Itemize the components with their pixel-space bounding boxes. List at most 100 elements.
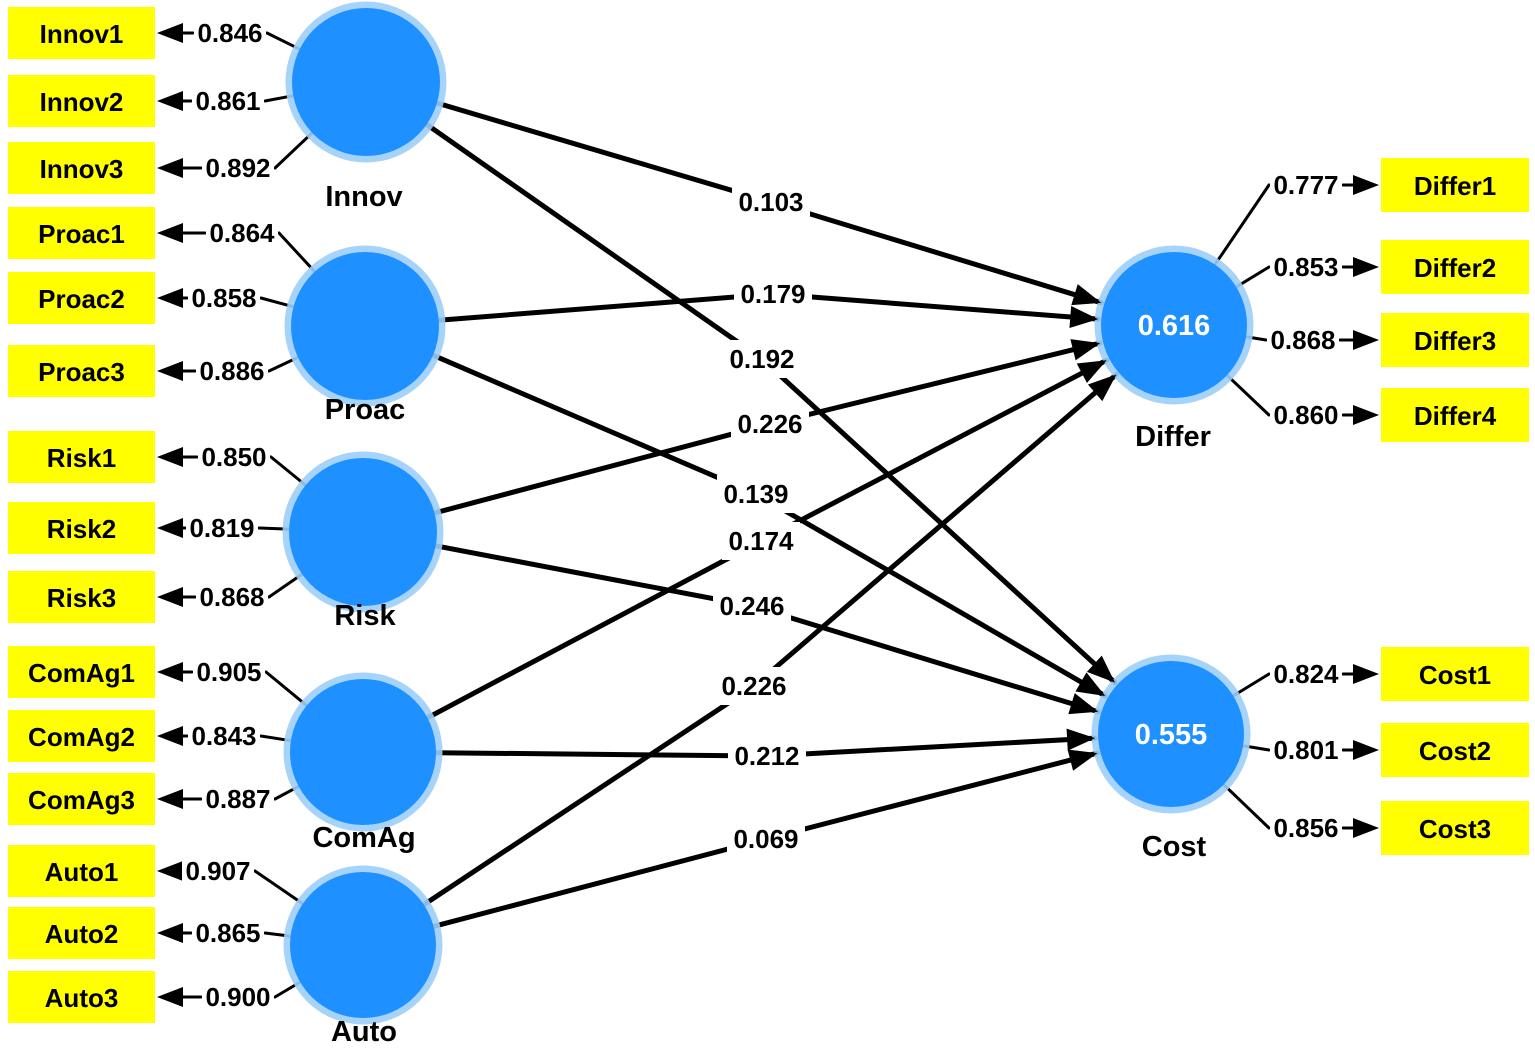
latent-node-label-innov: Innov [325, 181, 402, 213]
latent-node-innov [292, 8, 440, 156]
loading-line [273, 131, 314, 170]
path-line-comag-cost [764, 735, 1098, 759]
indicator-box-auto3 [8, 971, 155, 1023]
latent-node-label-cost: Cost [1142, 831, 1207, 863]
path-coefficient-bg [715, 667, 793, 705]
path-coefficient-bg [728, 737, 806, 775]
r-squared-value-cost: 0.555 [1135, 719, 1208, 751]
latent-node-risk [289, 458, 437, 606]
latent-node-differ [1101, 252, 1247, 398]
loading-value-cost1: 0.824 [1273, 659, 1339, 689]
indicator-box-label-comag1: ComAg1 [28, 658, 135, 688]
indicator-box-label-risk3: Risk3 [47, 583, 116, 613]
loading-value-proac1: 0.864 [209, 218, 275, 248]
loading-value-auto3: 0.900 [205, 982, 270, 1012]
loading-line [1225, 373, 1271, 417]
latent-node-comag [290, 679, 436, 825]
loading-arrowhead-icon [157, 223, 183, 243]
path-arrowhead-icon-risk-cost [1068, 693, 1099, 715]
loading-value-innov1: 0.846 [197, 18, 262, 48]
path-line-risk-cost [749, 603, 1101, 715]
loading-value-cost3: 0.856 [1273, 813, 1338, 843]
indicator-box-cost1 [1381, 647, 1529, 701]
path-coefficient-bg [722, 522, 800, 560]
loading-value-differ3: 0.868 [1270, 325, 1335, 355]
latent-node-proac [291, 252, 439, 400]
path-coefficient-innov-differ: 0.103 [738, 187, 803, 217]
latent-node-label-differ: Differ [1135, 421, 1211, 453]
path-arrowhead-icon-risk-differ [1070, 339, 1101, 361]
indicator-box-proac1 [8, 207, 155, 259]
loading-value-bg [1270, 170, 1342, 200]
path-coefficient-bg [723, 340, 801, 378]
path-line-proac-differ [436, 291, 776, 323]
path-line-auto-differ [751, 372, 1119, 689]
path-line-proac-cost [753, 491, 1108, 699]
loading-value-bg [193, 657, 265, 687]
path-arrowheads-layer [1066, 284, 1117, 771]
loading-value-auto1: 0.907 [185, 856, 250, 886]
indicator-box-label-comag2: ComAg2 [28, 722, 135, 752]
loading-value-bg [188, 283, 260, 313]
indicator-box-differ2 [1381, 240, 1529, 294]
path-coefficient-bg [727, 820, 805, 858]
indicator-box-innov1 [8, 7, 155, 59]
path-arrowhead-icon-auto-cost [1067, 749, 1098, 771]
indicator-box-label-differ3: Differ3 [1414, 326, 1496, 356]
latent-node-halo [1091, 654, 1251, 814]
loading-line [267, 572, 304, 599]
loading-value-innov3: 0.892 [205, 153, 270, 183]
loading-arrowhead-icon [1353, 257, 1379, 277]
indicator-box-differ1 [1381, 158, 1529, 212]
path-arrowhead-icon-proac-differ [1069, 306, 1099, 328]
path-line-comag-differ [424, 538, 764, 721]
latent-nodes-layer: InnovProacRiskComAgAuto0.616Differ0.555C… [282, 1, 1254, 1048]
loading-value-bg [1270, 735, 1342, 765]
indicator-box-label-proac1: Proac1 [38, 219, 125, 249]
path-line-comag-differ [758, 357, 1110, 544]
loading-arrowhead-icon [1353, 664, 1379, 684]
indicator-box-cost2 [1381, 723, 1529, 777]
latent-node-label-comag: ComAg [312, 822, 415, 854]
path-line-comag-cost [433, 750, 770, 759]
path-arrowhead-icon-proac-cost [1075, 672, 1106, 696]
path-line-risk-differ [432, 421, 773, 516]
loading-arrowhead-icon [157, 158, 183, 178]
loading-line [253, 869, 305, 906]
path-coefficient-bg [731, 405, 809, 443]
r-squared-value-differ: 0.616 [1138, 310, 1211, 342]
loading-arrowhead-icon [157, 861, 183, 881]
latent-node-halo [283, 672, 443, 832]
loading-value-bg [1270, 252, 1342, 282]
latent-node-auto [290, 872, 436, 1018]
indicator-box-differ3 [1381, 313, 1529, 367]
loading-value-bg [192, 86, 264, 116]
loading-arrowhead-icon [157, 518, 183, 538]
path-line-innov-differ [768, 199, 1104, 306]
loading-arrowhead-icon [157, 288, 183, 308]
indicator-box-risk1 [8, 431, 155, 483]
loading-value-bg [196, 356, 268, 386]
loading-value-bg [198, 442, 270, 472]
loading-arrowhead-icon [157, 726, 183, 746]
indicator-box-proac3 [8, 345, 155, 397]
path-arrowhead-icon-comag-cost [1066, 728, 1096, 751]
loading-value-risk2: 0.819 [189, 513, 254, 543]
loading-value-bg [202, 982, 274, 1012]
indicator-box-auto1 [8, 845, 155, 897]
indicator-box-label-cost1: Cost1 [1419, 660, 1491, 690]
indicator-box-label-differ4: Differ4 [1414, 401, 1497, 431]
indicator-box-innov2 [8, 75, 155, 127]
loading-value-bg [182, 856, 254, 886]
indicator-box-label-cost2: Cost2 [1419, 736, 1491, 766]
path-line-auto-cost [763, 750, 1100, 842]
loading-value-bg [194, 18, 266, 48]
loading-value-cost2: 0.801 [1273, 735, 1338, 765]
loading-value-differ1: 0.777 [1273, 170, 1338, 200]
path-coefficient-bg [732, 183, 810, 221]
loading-value-bg [1270, 659, 1342, 689]
indicator-box-comag1 [8, 646, 155, 698]
latent-node-label-risk: Risk [334, 600, 396, 632]
indicator-links-layer: Innov1Innov2Innov3Proac1Proac2Proac3Risk… [8, 7, 1529, 1023]
loading-value-comag1: 0.905 [196, 657, 261, 687]
